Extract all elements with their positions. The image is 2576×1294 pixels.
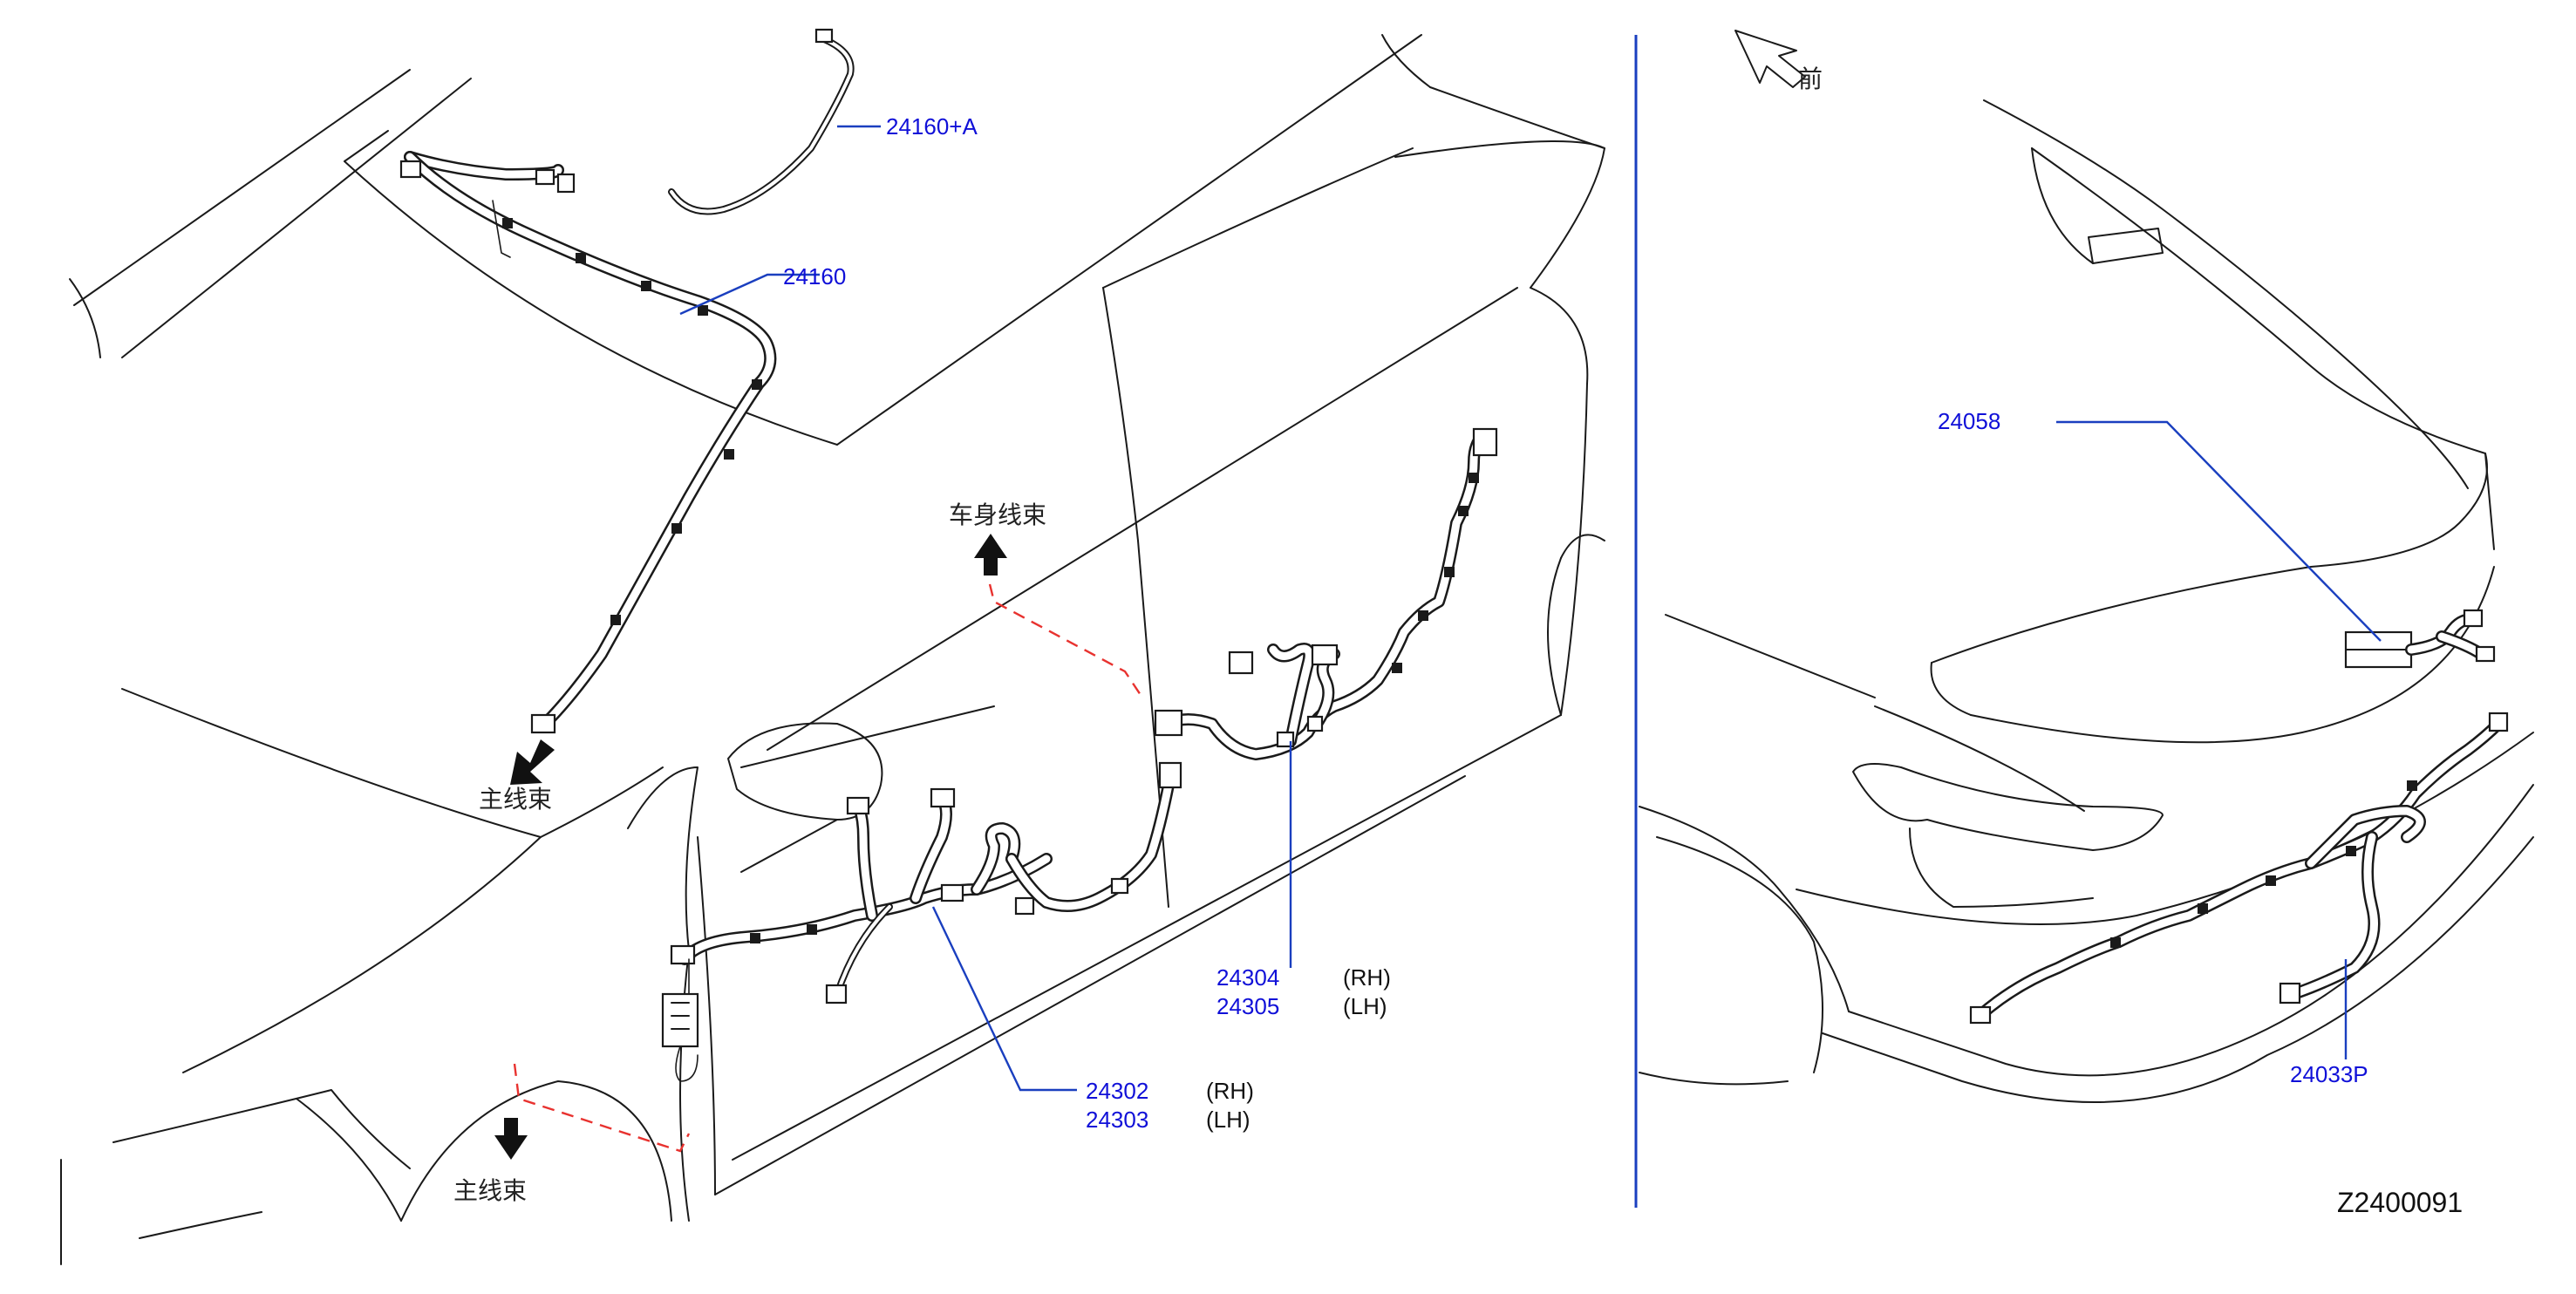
front-door-harness-24302 [661,761,1182,1082]
vehicle-outline-right [1639,99,2534,1103]
front-direction-indicator: 前 [1734,30,1823,93]
part-label-24033p: 24033P [2290,1061,2368,1087]
leader-lines-right [2056,420,2382,1059]
dashed-guide-main-harness-bottom [513,1063,691,1153]
dashed-guide-body-harness [988,583,1143,698]
leader-lines-left [679,125,1292,1092]
side-tag-lh: (LH) [1206,1107,1251,1133]
roof-harness-24160 [399,151,777,734]
vehicle-outline-left [60,34,1605,1265]
main-harness-label: 主线束 [453,1176,527,1205]
part-label-24160: 24160 [783,263,846,289]
drawing-code: Z2400091 [2337,1187,2463,1218]
side-tag-lh: (LH) [1343,993,1387,1019]
part-label-24303: 24303 [1086,1107,1148,1133]
arrow-down-icon [510,739,555,785]
main-harness-label: 主线束 [479,785,552,814]
rear-door-harness-24304 [1154,427,1498,760]
part-label-24304: 24304 [1216,964,1279,991]
trunk-harness-24058 [2344,609,2496,669]
rear-bumper-harness-24033p [1969,712,2509,1025]
arrow-up-icon [974,534,1007,575]
side-tag-rh: (RH) [1343,964,1391,991]
antenna-feeder-24160a [668,28,855,215]
part-label-24058: 24058 [1938,408,2000,434]
part-label-24305: 24305 [1216,993,1279,1019]
part-label-24302: 24302 [1086,1078,1148,1104]
arrow-down-icon [494,1118,528,1160]
front-direction-label: 前 [1798,65,1823,93]
side-tag-rh: (RH) [1206,1078,1254,1104]
part-label-24160a: 24160+A [886,113,978,140]
body-harness-label: 车身线束 [949,501,1046,529]
